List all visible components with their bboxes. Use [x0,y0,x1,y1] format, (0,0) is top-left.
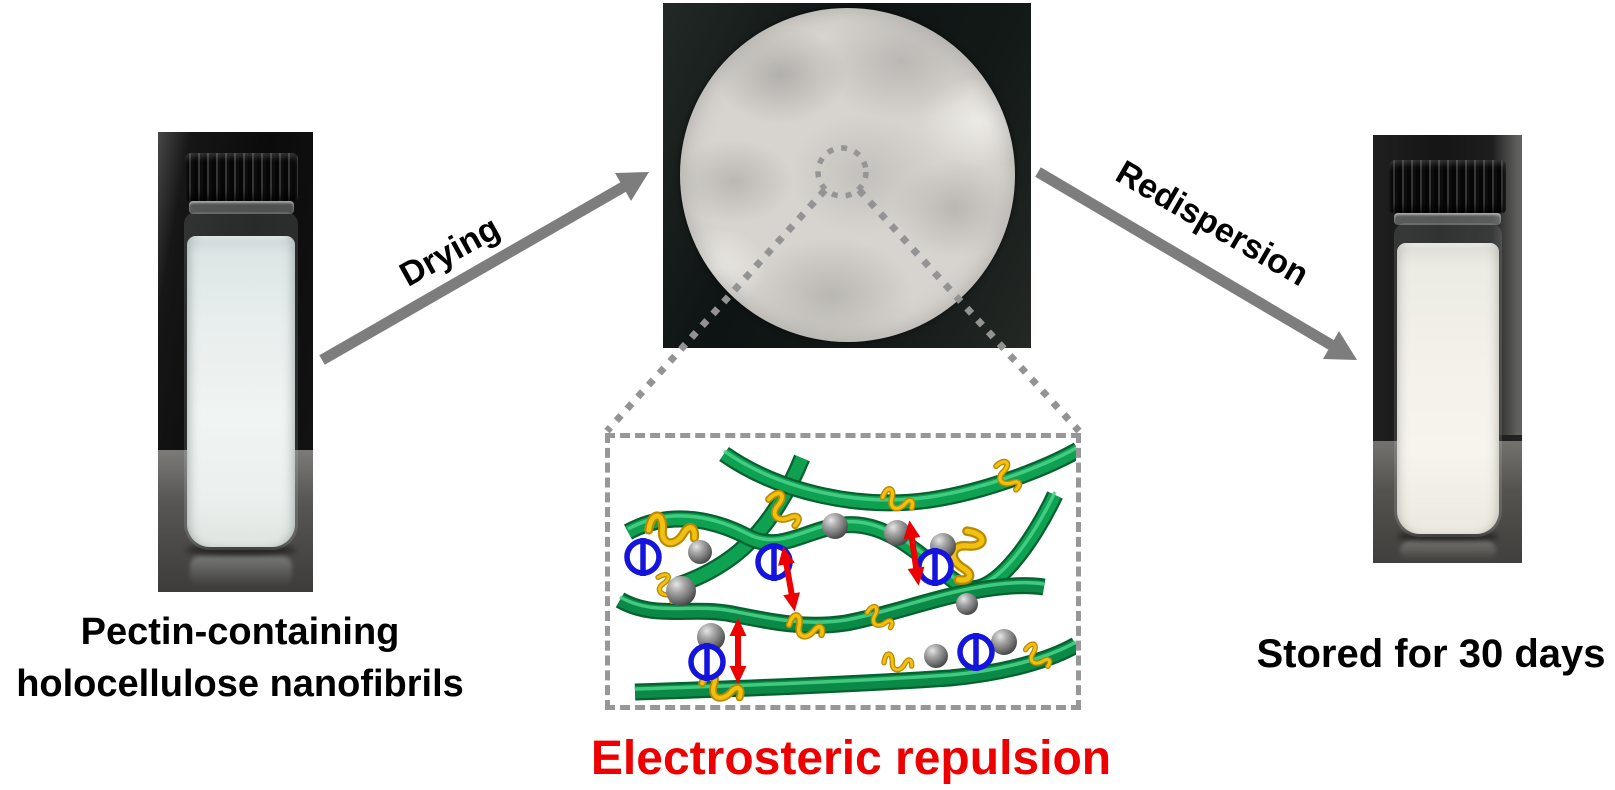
schematic-panel [605,433,1081,710]
redispersed-suspension [1397,243,1499,534]
vial-reflection [1400,541,1496,561]
redispersion-label: Redispersion [1109,153,1316,294]
suspension-photo-before-drying [158,132,313,592]
left-caption-line1: Pectin-containing [80,611,400,653]
left-caption-line2: holocellulose nanofibrils [16,663,464,705]
vial-glass [1394,223,1502,537]
left-caption: Pectin-containing holocellulose nanofibr… [0,606,480,710]
vial-reflection [190,556,292,586]
mechanism-caption: Electrosteric repulsion [590,732,1112,785]
dried-film-disc [680,8,1015,342]
vial-shadow [186,544,296,556]
vial-neck [189,201,294,214]
vial-cap [185,153,298,201]
nanoparticle-sphere [666,513,1017,668]
right-caption: Stored for 30 days [1256,632,1606,676]
nanofibril-suspension [187,236,295,547]
suspension-photo-redispersed [1373,135,1522,563]
vial-shadow [1397,531,1499,542]
vial-neck [1394,213,1501,225]
vial-glass [184,212,298,550]
electrosteric-schematic [615,442,1076,705]
drying-arrow-icon [319,172,649,365]
drying-label: Drying [393,208,507,295]
vial-cap [1389,160,1506,213]
dried-film-photo [663,3,1031,348]
